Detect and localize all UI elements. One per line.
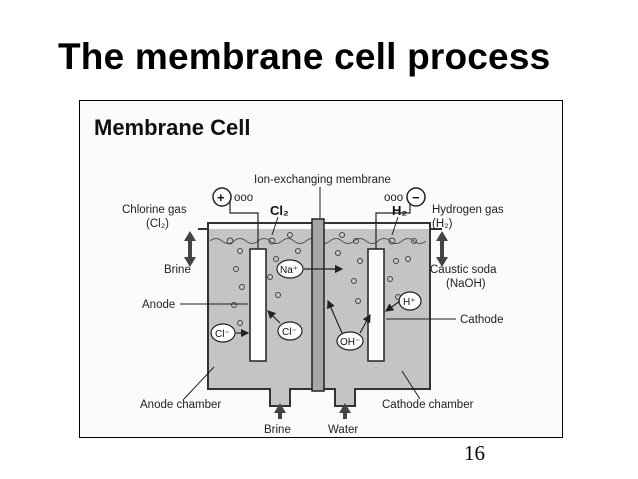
oh-arrow-2 bbox=[359, 313, 371, 334]
brine-in-label: Brine bbox=[264, 424, 291, 436]
slide-title: The membrane cell process bbox=[58, 36, 551, 77]
anode-chamber-pointer bbox=[183, 366, 215, 400]
cl2-label: Cl₂ bbox=[270, 203, 289, 218]
positive-terminal bbox=[212, 187, 232, 207]
ion-oh: OH⁻ bbox=[340, 337, 360, 348]
ion-na-bubble bbox=[276, 259, 304, 279]
caustic-soda-formula: (NaOH) bbox=[446, 278, 486, 290]
anode-coil: ooo bbox=[234, 192, 253, 204]
ion-cl-mid-bubble bbox=[277, 321, 303, 341]
brine-out-arrow bbox=[184, 249, 196, 267]
cathode-chamber-pointer bbox=[401, 370, 421, 400]
diagram-frame: Membrane Cell + − ooo ooo bbox=[79, 100, 563, 438]
ion-oh-bubble bbox=[336, 331, 364, 351]
water-in-arrow bbox=[339, 403, 351, 419]
hydrogen-gas-label: Hydrogen gas bbox=[432, 204, 504, 216]
ion-cl-mid: Cl⁻ bbox=[282, 327, 297, 338]
h2-pointer bbox=[391, 216, 399, 236]
chlorine-out-arrow bbox=[184, 231, 196, 249]
membrane-cell-diagram: Membrane Cell + − ooo ooo bbox=[94, 115, 504, 436]
cathode-chamber-label: Cathode chamber bbox=[382, 399, 474, 411]
anode-wire bbox=[229, 201, 259, 249]
hydrogen-out-arrow bbox=[436, 231, 448, 249]
cl-mid-arrow bbox=[267, 310, 281, 324]
cathode-coil: ooo bbox=[384, 192, 403, 204]
h2-label: H₂ bbox=[392, 203, 407, 218]
oh-arrow-1 bbox=[327, 299, 343, 334]
bubbles bbox=[226, 232, 417, 326]
water-in-label: Water bbox=[328, 424, 358, 436]
ion-cl-left-bubble bbox=[210, 323, 236, 343]
hydrogen-gas-formula: (H₂) bbox=[432, 218, 453, 230]
brine-out-label: Brine bbox=[164, 264, 191, 276]
anode-electrode bbox=[249, 248, 267, 362]
figure-heading: Membrane Cell bbox=[94, 115, 251, 140]
ion-na: Na⁺ bbox=[280, 265, 298, 276]
cathode-electrode bbox=[367, 248, 385, 362]
minus-sign: − bbox=[412, 190, 420, 205]
caustic-soda-label: Caustic soda bbox=[430, 264, 497, 276]
negative-terminal bbox=[406, 187, 426, 207]
ion-cl-left: Cl⁻ bbox=[215, 329, 230, 340]
anode-chamber-label: Anode chamber bbox=[140, 399, 221, 411]
anode-label: Anode bbox=[142, 299, 175, 311]
cathode-label: Cathode bbox=[460, 314, 503, 326]
h-arrow bbox=[385, 300, 401, 312]
membrane-label: Ion-exchanging membrane bbox=[254, 174, 391, 186]
chlorine-gas-label: Chlorine gas bbox=[122, 204, 187, 216]
page-number: 16 bbox=[464, 441, 485, 465]
cathode-wire bbox=[375, 201, 411, 249]
brine-in-arrow bbox=[274, 403, 286, 419]
ion-h: H⁺ bbox=[403, 297, 416, 308]
cl2-pointer bbox=[271, 216, 279, 236]
chlorine-gas-formula: (Cl₂) bbox=[146, 218, 169, 230]
plus-sign: + bbox=[217, 190, 225, 205]
caustic-out-arrow bbox=[436, 249, 448, 267]
ion-exchange-membrane bbox=[311, 218, 325, 392]
